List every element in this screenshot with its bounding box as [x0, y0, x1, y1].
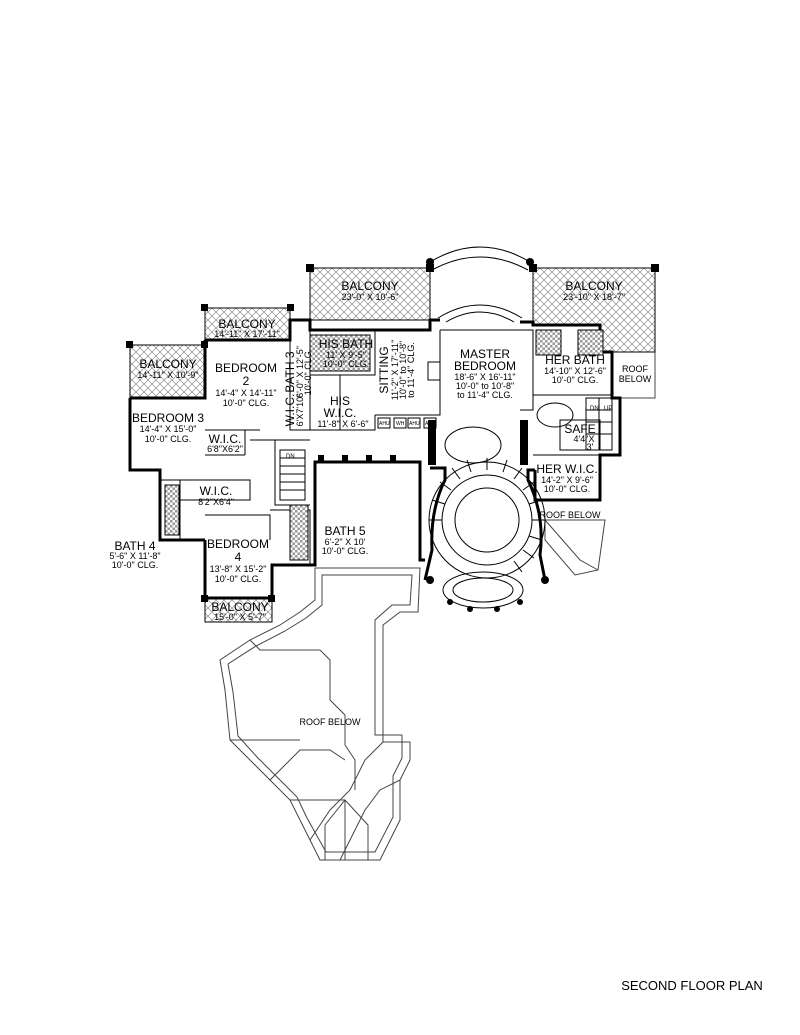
balcony-b3-size: 14'-11" X 10'-9" — [137, 370, 198, 380]
bath4-clg: 10'-0" CLG. — [112, 560, 158, 570]
balcony-right-label: BALCONY — [565, 279, 622, 293]
balcony-b2-size: 14'-11" X 17'-11" — [214, 329, 280, 339]
up-label: UP — [604, 406, 612, 412]
bedroom2-label: BEDROOM — [215, 361, 277, 375]
column-row — [318, 420, 528, 465]
master-size: 18'-6" X 16'-11" — [454, 372, 515, 382]
master-clg2: to 11'-4" CLG. — [457, 390, 513, 400]
her-bath-size: 14'-10" X 12'-6" — [544, 366, 606, 376]
wic-b4-label: W.I.C. — [200, 484, 233, 498]
bath3-clg: 10'-0" CLG. — [303, 349, 313, 395]
bedroom3-size: 14'-4" X 15'-0" — [140, 424, 197, 434]
bath3-size: 6'-0" X 12'-5" — [295, 346, 305, 398]
her-bath-clg: 10'-0" CLG. — [552, 375, 598, 385]
balcony-b3-label: BALCONY — [139, 357, 196, 371]
roof-below-wing — [219, 567, 421, 861]
bath3-label: BATH 3 — [283, 351, 297, 392]
main-walls — [128, 318, 622, 600]
master-label: MASTER — [460, 347, 510, 361]
balcony-b4-label: BALCONY — [211, 600, 268, 614]
arched-terrace — [426, 246, 534, 323]
bedroom2-number: 2 — [243, 374, 250, 388]
bath5-floor — [289, 504, 309, 561]
ahu-label-2: AHU — [409, 421, 420, 427]
bedroom3-clg: 10'-0" CLG. — [145, 434, 191, 444]
wic-b2-label: W.I.C. — [283, 394, 297, 427]
room-labels: BALCONY 23'-0" X 10'-6" BALCONY 23'-10" … — [109, 279, 651, 727]
sitting-clg1: 10'-0" to 10'-8" — [398, 341, 408, 399]
wic-b3-size: 6'8"X6'2" — [207, 444, 243, 454]
master-clg1: 10'-0" to 10'-8" — [456, 381, 514, 391]
balcony-b4-size: 15'-0" X 5'-7" — [214, 612, 266, 622]
bath5-size: 6'-2" X 10' — [325, 537, 366, 547]
his-bath-clg: 10'-0" CLG. — [323, 359, 369, 369]
ahu-label-1: AHU — [379, 421, 390, 427]
his-bath-label: HIS BATH — [319, 337, 373, 351]
roof-below-main-label: ROOF BELOW — [299, 717, 361, 727]
roof-below-right-label: ROOF — [622, 364, 649, 374]
sitting-label: SITTING — [377, 346, 391, 393]
balcony-b2-label: BALCONY — [218, 317, 275, 331]
bath4-floor — [164, 484, 180, 536]
bedroom4-number: 4 — [235, 550, 242, 564]
her-wic-size: 14'-2" X 9'-6" — [541, 475, 593, 485]
dn-label-2: DN — [590, 406, 599, 412]
bath5-label: BATH 5 — [324, 524, 365, 538]
bedroom3-label: BEDROOM 3 — [132, 411, 204, 425]
roof-below-mid-label: ROOF BELOW — [539, 510, 601, 520]
her-bath-tub-tile — [535, 329, 562, 356]
balcony-top-label: BALCONY — [341, 279, 398, 293]
safe-label: SAFE — [564, 422, 595, 436]
mechanical-units — [377, 417, 437, 429]
bedroom4-clg: 10'-0" CLG. — [215, 574, 261, 584]
stair-her-side — [585, 397, 613, 451]
safe-size2: 3' — [587, 442, 594, 452]
wic-b4-size: 8'2"X6'4" — [198, 497, 234, 507]
her-bath-label: HER BATH — [545, 353, 605, 367]
bath4-size: 5'-6" X 11'-8" — [109, 551, 160, 561]
wic-b2-size: 6'X7'10" — [295, 394, 305, 427]
wh-label: WH — [396, 421, 405, 427]
her-bath-shower-tile — [577, 329, 604, 356]
balcony-top-size: 23'-0" X 10'-6" — [342, 292, 399, 302]
his-wic-label2: W.I.C. — [324, 406, 357, 420]
his-bath-floor — [309, 334, 371, 372]
dn-label: DN — [286, 454, 295, 460]
safe-size1: 4'4"X — [574, 434, 595, 444]
roof-below-right-label2: BELOW — [619, 374, 652, 384]
sitting-clg2: to 11'-4" CLG. — [406, 342, 416, 398]
bedroom2-size: 14'-4" X 14'-11" — [215, 388, 276, 398]
bedroom4-label: BEDROOM — [207, 537, 269, 551]
rotunda-stair — [423, 426, 549, 612]
his-bath-size: 11' X 9'-5" — [326, 350, 366, 360]
ahu-label-3: AHU — [425, 421, 436, 427]
safe-room — [559, 419, 601, 451]
bath5-clg: 10'-0" CLG. — [322, 546, 368, 556]
stair-small — [279, 449, 306, 501]
plan-title: SECOND FLOOR PLAN — [621, 978, 763, 993]
wic-b3-label: W.I.C. — [209, 432, 242, 446]
bath4-label: BATH 4 — [114, 539, 155, 553]
balcony-right-size: 23'-10" X 18'-7" — [563, 292, 625, 302]
sitting-size: 11'-2" X 17'-11" — [390, 340, 400, 401]
his-wic-size: 11'-8" X 6'-6" — [317, 419, 368, 429]
fireplace — [427, 361, 441, 381]
his-wic-label: HIS — [330, 394, 350, 408]
her-wic-label: HER W.I.C. — [536, 462, 597, 476]
her-bath-tub — [536, 402, 574, 428]
master-label2: BEDROOM — [454, 359, 516, 373]
her-wic-clg: 10'-0" CLG. — [544, 484, 590, 494]
bedroom2-clg: 10'-0" CLG. — [223, 398, 269, 408]
balcony-top-area — [306, 264, 434, 321]
bedroom4-size: 13'-8" X 15'-2" — [210, 564, 267, 574]
